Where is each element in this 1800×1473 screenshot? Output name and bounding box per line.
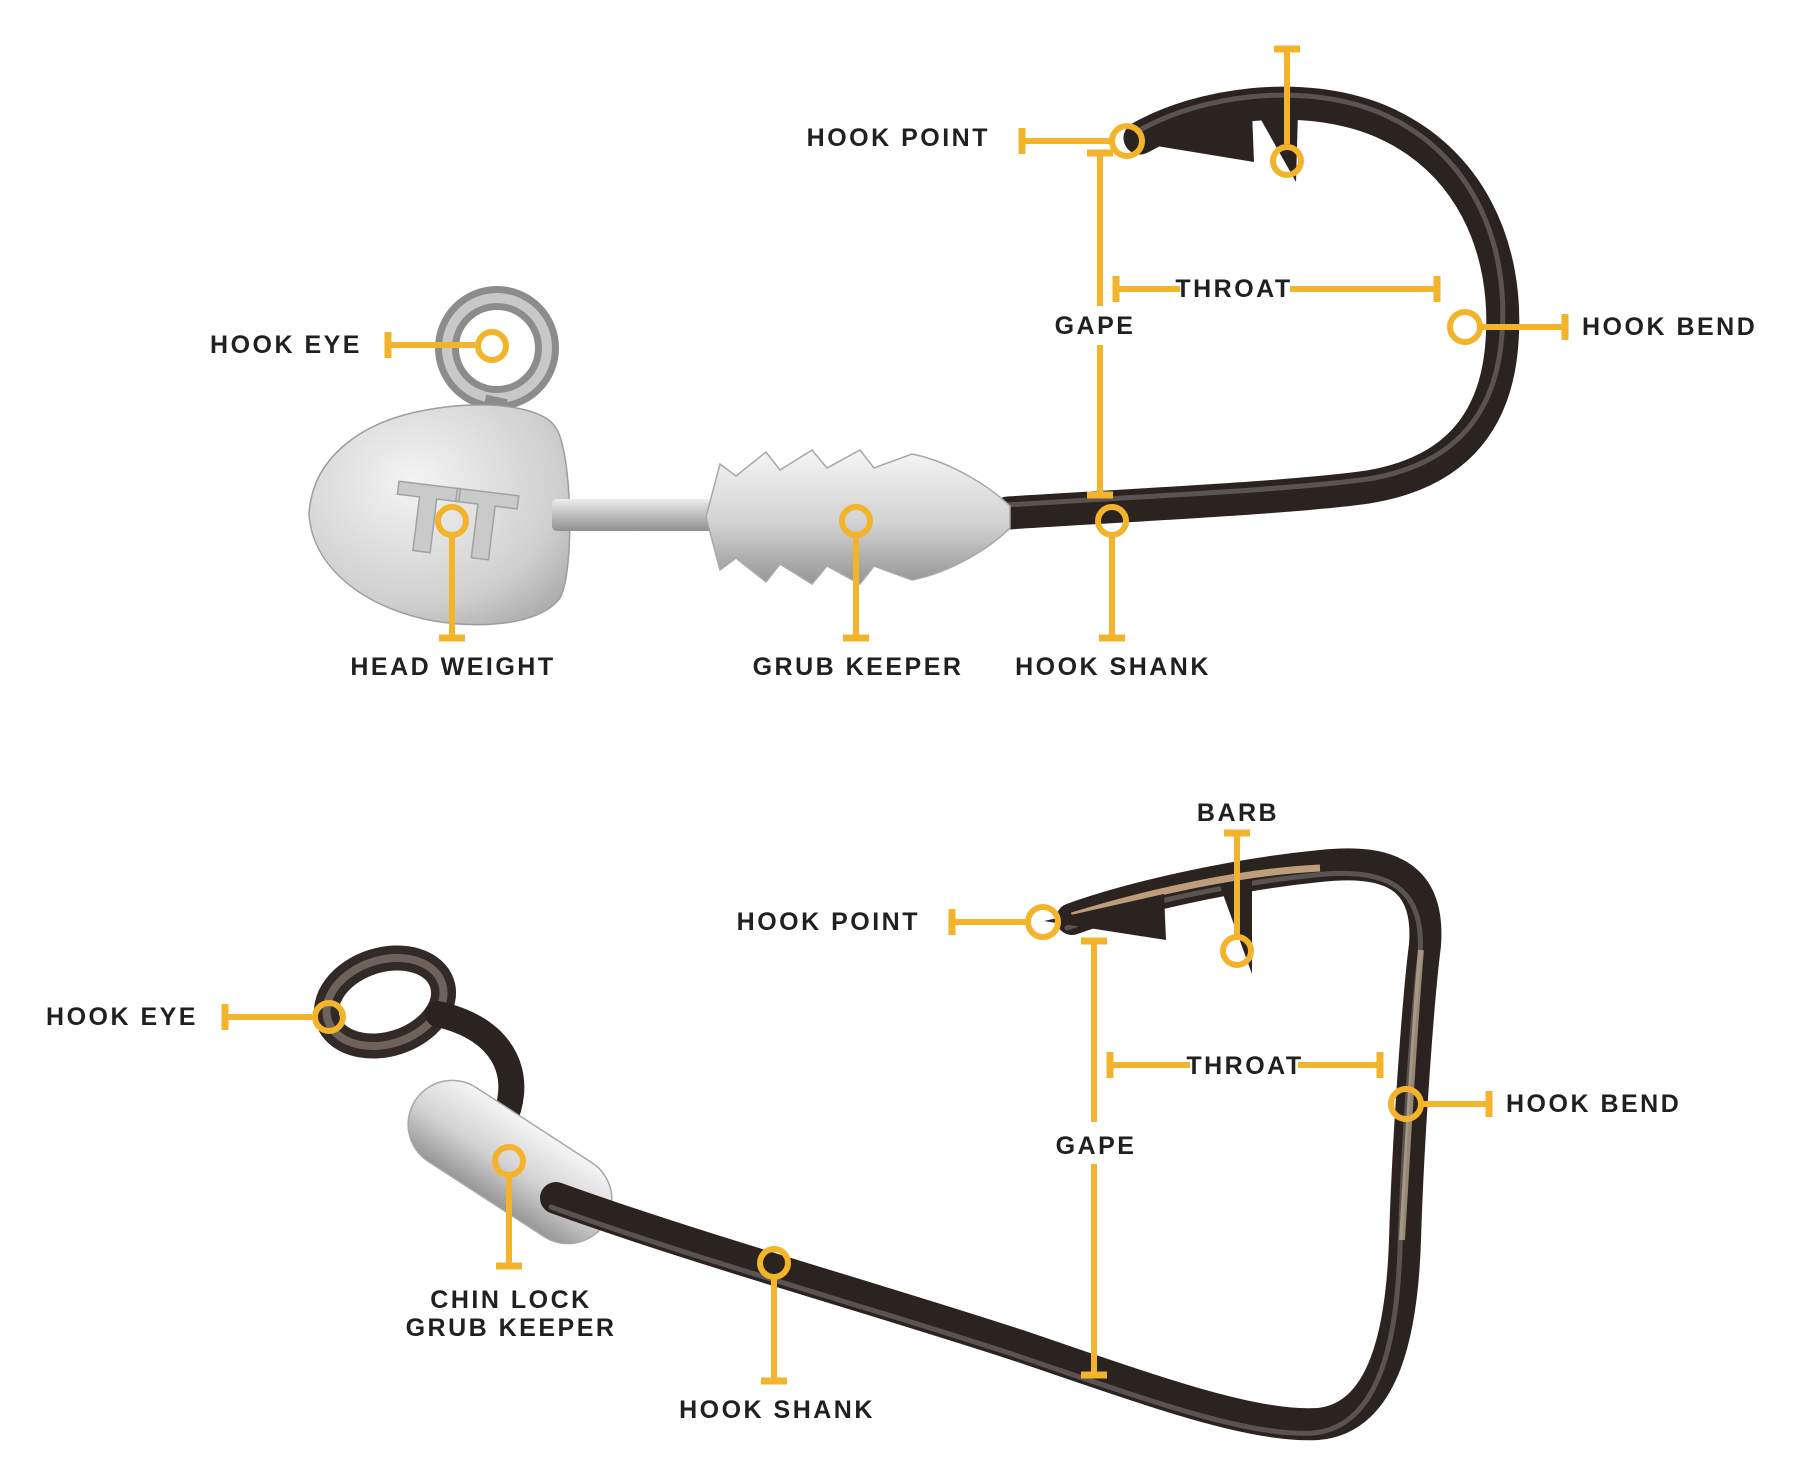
leader-barb-bottom: [1220, 829, 1254, 968]
label-barb-bottom: BARB: [1196, 799, 1280, 827]
leader-throat-bottom: [1106, 1052, 1384, 1078]
leader-barb-top: [1270, 45, 1304, 178]
leader-grub-keeper-top: [839, 504, 873, 642]
leader-hook-eye-top: [384, 329, 509, 363]
leader-head-weight: [435, 504, 469, 642]
label-throat-top: THROAT: [1175, 275, 1293, 303]
top-grub-keeper-shape: [705, 449, 1011, 585]
label-grub-keeper-top: GRUB KEEPER: [752, 653, 964, 681]
label-chin-lock-line2: GRUB KEEPER: [405, 1314, 617, 1342]
label-hook-point-top: HOOK POINT: [806, 124, 990, 152]
top-hook-point-tip: [1126, 112, 1254, 162]
label-hook-eye-top: HOOK EYE: [210, 331, 362, 359]
label-chin-lock-grub-keeper: CHIN LOCK GRUB KEEPER: [406, 1286, 617, 1342]
bottom-hook-point-tip: [1044, 894, 1166, 940]
leader-chin-lock: [492, 1144, 526, 1270]
leader-throat-top: [1112, 276, 1441, 302]
leader-hook-point-top: [1018, 123, 1145, 159]
label-gape-bottom: GAPE: [1055, 1132, 1137, 1160]
label-hook-eye-bottom: HOOK EYE: [46, 1003, 198, 1031]
label-gape-top: GAPE: [1054, 312, 1136, 340]
leader-hook-bend-bottom: [1388, 1086, 1493, 1122]
leader-hook-bend-top: [1447, 309, 1569, 345]
top-hook-wire: [991, 86, 1520, 530]
bottom-hook-tan-reflection: [1070, 864, 1321, 920]
leader-gape-top: [1087, 149, 1113, 499]
label-hook-bend-bottom: HOOK BEND: [1506, 1090, 1682, 1118]
label-hook-point-bottom: HOOK POINT: [736, 908, 920, 936]
top-silver-shank: [552, 499, 727, 531]
top-jighead-illustration: TT: [308, 45, 1569, 642]
label-throat-bottom: THROAT: [1186, 1052, 1304, 1080]
leader-hook-shank-bottom: [757, 1246, 791, 1385]
label-hook-bend-top: HOOK BEND: [1582, 313, 1758, 341]
top-hook-wire-highlight: [1005, 92, 1506, 508]
label-hook-shank-bottom: HOOK SHANK: [679, 1396, 875, 1424]
bottom-hook-illustration: [221, 829, 1493, 1441]
leader-hook-eye-bottom: [221, 1000, 346, 1034]
bottom-hook-wire: [540, 848, 1442, 1441]
label-chin-lock-line1: CHIN LOCK: [430, 1286, 592, 1314]
bottom-hook-wire-highlight: [548, 870, 1423, 1436]
leader-hook-point-bottom: [948, 904, 1061, 940]
bottom-hook-eye-highlight: [322, 953, 448, 1051]
leader-gape-bottom: [1081, 937, 1107, 1379]
label-head-weight: HEAD WEIGHT: [350, 653, 556, 681]
label-hook-shank-top: HOOK SHANK: [1015, 653, 1211, 681]
leader-hook-shank-top: [1095, 504, 1129, 642]
